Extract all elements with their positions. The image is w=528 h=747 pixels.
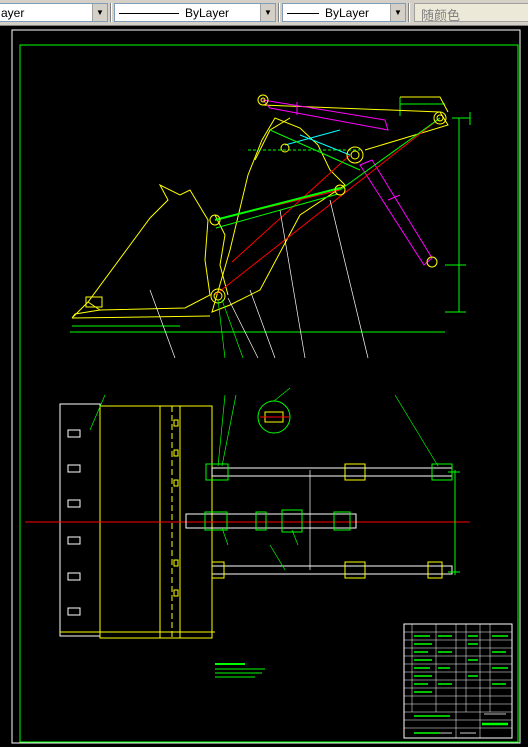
rib-detail <box>173 479 179 487</box>
rib-detail <box>173 559 179 567</box>
construction-line <box>214 117 441 296</box>
arm-hinge <box>427 561 443 579</box>
title-block <box>403 623 513 739</box>
lineweight-dropdown[interactable]: ByLayer ▼ <box>114 3 276 22</box>
pivot-pin <box>209 214 221 226</box>
leader-line <box>221 299 244 359</box>
bucket-tooth <box>67 464 81 473</box>
leader-line <box>329 199 369 359</box>
line-sample <box>287 13 319 14</box>
cylinder-detail <box>387 194 401 201</box>
sheet-outer-border <box>11 29 521 744</box>
parts-list-frame <box>403 623 513 739</box>
leader-line <box>249 289 276 359</box>
technical-notes <box>215 663 265 678</box>
color-label: 随颜色 <box>421 8 461 23</box>
cyan-link <box>284 129 341 146</box>
section-detail <box>257 387 291 434</box>
bucket-tooth <box>67 499 81 508</box>
pivot-pin-center <box>260 97 266 103</box>
leader-line <box>291 529 299 546</box>
plotstyle-dropdown[interactable]: ByLayer ▼ <box>282 3 406 22</box>
bucket-tooth <box>85 296 103 308</box>
line-sample <box>119 13 179 14</box>
rib-detail <box>173 589 179 597</box>
pivot-pin <box>280 143 290 153</box>
bucket-plan-edge <box>59 403 101 637</box>
bucket-edge <box>87 301 101 311</box>
upper-boom-arm <box>211 467 453 477</box>
linetype-dropdown[interactable]: ayer ▼ <box>0 3 108 22</box>
link-plate <box>214 214 229 296</box>
toolbar-separator <box>408 3 410 22</box>
leader-line <box>217 299 226 359</box>
top-view <box>25 394 470 639</box>
drawing-frame <box>19 44 519 743</box>
pivot-pin <box>210 288 226 304</box>
leader-line <box>394 394 439 467</box>
cad-drawing-canvas[interactable] <box>0 26 528 747</box>
rib-detail <box>173 449 179 457</box>
plotstyle-label: ByLayer <box>325 6 370 20</box>
arm-hub <box>344 561 366 579</box>
construction-line <box>231 154 351 263</box>
bucket-bottom <box>71 315 211 319</box>
leader-line <box>269 544 286 571</box>
linetype-label: ayer <box>1 6 25 20</box>
link-detail <box>255 511 267 531</box>
lineweight-label: ByLayer <box>185 6 230 20</box>
bucket-tooth <box>67 536 81 545</box>
chevron-down-icon[interactable]: ▼ <box>390 4 405 21</box>
leader-line <box>227 297 259 359</box>
boom-arm-detail <box>254 117 291 161</box>
rib-detail <box>173 419 179 427</box>
bucket-tooth <box>67 429 81 438</box>
pivot-pin <box>346 146 364 164</box>
tilt-link <box>215 193 339 229</box>
link-line <box>269 129 361 171</box>
rocker-top <box>400 96 449 113</box>
bucket-tooth <box>67 572 81 581</box>
top-hydraulic-cylinder <box>261 99 389 131</box>
color-dropdown[interactable]: 随颜色 <box>414 3 528 23</box>
boom-arm-outline <box>211 117 346 313</box>
leader-line <box>221 527 229 546</box>
lift-hydraulic-cylinder <box>359 159 433 266</box>
bucket-tooth <box>67 607 81 616</box>
chevron-down-icon[interactable]: ▼ <box>260 4 275 21</box>
properties-toolbar: ayer ▼ ByLayer ▼ ByLayer ▼ 随颜色 <box>0 0 528 26</box>
leader-line <box>221 394 237 467</box>
lower-boom-arm <box>211 565 453 575</box>
pivot-pin-center <box>436 114 444 122</box>
pivot-pin <box>433 111 447 125</box>
toolbar-separator <box>110 3 112 22</box>
middle-link-arm <box>185 513 357 529</box>
leader-line <box>273 387 291 402</box>
leader-line <box>217 394 226 467</box>
cyan-link <box>299 134 351 156</box>
side-view <box>70 94 471 359</box>
toolbar-separator <box>278 3 280 22</box>
link-hinge <box>281 509 303 533</box>
chevron-down-icon[interactable]: ▼ <box>92 4 107 21</box>
leader-line <box>89 394 106 431</box>
pivot-pin <box>426 256 438 268</box>
rocker-link <box>339 117 441 191</box>
tilt-link <box>214 187 341 221</box>
rocker-arm <box>261 104 449 151</box>
bucket-outline <box>71 183 211 319</box>
link-hinge <box>333 511 351 531</box>
arm-hinge <box>211 561 225 579</box>
link-hinge <box>204 511 228 531</box>
arm-hinge <box>205 463 229 481</box>
pivot-pin-center <box>350 150 360 160</box>
leader-line <box>279 209 306 359</box>
pivot-pin <box>334 184 346 196</box>
arm-hub <box>344 463 366 481</box>
pivot-pin <box>257 94 269 106</box>
leader-line <box>149 289 176 359</box>
